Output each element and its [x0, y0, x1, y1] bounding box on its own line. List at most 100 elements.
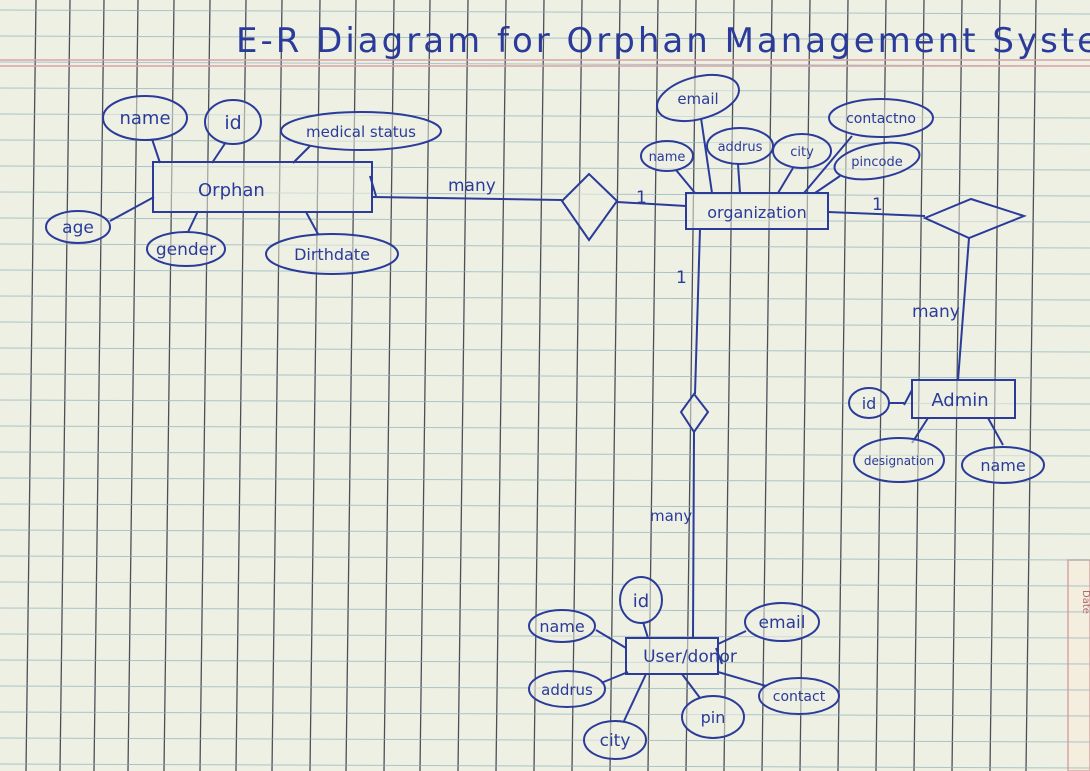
diagram-title: E-R Diagram for Orphan Management System…: [236, 21, 1090, 61]
user-attr-city[interactable]: city: [583, 673, 647, 760]
rule-line-horizontal: [0, 35, 1090, 41]
user-contact-oval: [758, 677, 840, 715]
user-cardinality-many: many: [650, 507, 692, 525]
admin-attr-id[interactable]: id: [848, 387, 904, 419]
orphan-entity-box: [152, 161, 373, 213]
rule-line-horizontal: [0, 711, 1090, 717]
organization-pincode-oval: [833, 141, 921, 181]
organization-pincode-connector: [814, 175, 841, 194]
user-email-label: email: [759, 613, 806, 633]
orphan-gender-connector: [187, 210, 199, 233]
organization-cardinality-left: 1: [636, 188, 647, 208]
rule-line-vertical: [457, 0, 469, 771]
admin-attr-name[interactable]: name: [961, 417, 1045, 484]
orphan-attr-age[interactable]: age: [45, 196, 155, 244]
date-tab-label: Date: [1080, 590, 1090, 614]
orphan-entity[interactable]: Orphan: [152, 161, 377, 213]
organization-email-connector: [700, 117, 713, 194]
organization-address-connector: [737, 163, 741, 194]
organization-attr-name[interactable]: name: [640, 140, 696, 194]
rule-line-vertical: [761, 0, 773, 771]
organization-email-label: email: [677, 90, 718, 108]
organization-attr-pincode[interactable]: pincode: [814, 137, 922, 194]
organization-attr-city[interactable]: city: [772, 133, 832, 194]
orphan-birthdate-label: Dirthdate: [294, 245, 370, 264]
admin-entity-tick: [903, 389, 913, 406]
rule-line-vertical: [609, 0, 621, 771]
user-attr-pin[interactable]: pin: [681, 673, 745, 739]
user-pin-connector: [681, 673, 701, 699]
rule-line-vertical: [271, 0, 283, 771]
organization-admin-relationship[interactable]: [922, 197, 1027, 240]
user-city-connector: [623, 673, 647, 722]
orphan-attr-name[interactable]: name: [102, 95, 188, 164]
rule-line-horizontal: [0, 87, 1090, 93]
orphan-medical-status-label: medical status: [306, 123, 416, 141]
organization-attr-contact-no[interactable]: contactno: [803, 98, 934, 194]
organization-entity[interactable]: organization: [685, 192, 829, 230]
admin-attr-designation[interactable]: designation: [853, 417, 945, 483]
orphan-medical-status-oval: [280, 111, 442, 151]
user-name-label: name: [539, 617, 584, 636]
orphan-attr-medical-status[interactable]: medical status: [280, 111, 442, 164]
rule-line-horizontal: [0, 763, 1090, 769]
orphan-medical-status-connector: [292, 145, 311, 164]
organization-email-oval: [656, 73, 740, 123]
rule-line-horizontal: [0, 607, 1090, 613]
admin-cardinality-many: many: [912, 302, 960, 322]
user-address-label: addrus: [541, 681, 593, 699]
organization-name-oval: [640, 140, 694, 172]
rule-line-horizontal: [0, 295, 1090, 301]
rule-line-horizontal: [0, 581, 1090, 587]
user-contact-connector: [717, 671, 767, 687]
user-address-connector: [600, 671, 629, 684]
orphan-attr-id[interactable]: id: [204, 99, 262, 164]
admin-entity[interactable]: Admin: [903, 379, 1016, 419]
orphan-id-connector: [211, 141, 227, 164]
orphan-id-oval: [204, 99, 262, 145]
user-attr-address[interactable]: addrus: [528, 670, 629, 708]
user-id-connector: [642, 621, 649, 639]
rule-line-horizontal: [0, 659, 1090, 665]
orphan-name-connector: [151, 138, 161, 164]
user-name-connector: [595, 629, 627, 649]
orphan-gender-label: gender: [156, 240, 216, 260]
organization-entity-label: organization: [707, 203, 806, 222]
user-attr-name[interactable]: name: [528, 609, 627, 649]
organization-user-line-bottom: [692, 431, 695, 639]
rule-line-vertical: [533, 0, 545, 771]
rule-line-vertical: [93, 0, 105, 771]
rule-line-vertical: [495, 0, 507, 771]
rule-line-vertical: [59, 0, 71, 771]
user-id-label: id: [633, 591, 649, 612]
organization-address-oval: [706, 127, 774, 165]
admin-entity-label: Admin: [931, 390, 988, 411]
organization-name-connector: [675, 169, 696, 194]
organization-cardinality-bottom: 1: [676, 268, 687, 288]
user-city-oval: [583, 720, 647, 760]
orphan-entity-label: Orphan: [198, 180, 265, 201]
organization-contact-no-oval: [828, 98, 934, 138]
orphan-organization-relationship[interactable]: [560, 172, 619, 242]
organization-cardinality-right: 1: [872, 195, 883, 215]
user-attr-email[interactable]: email: [717, 602, 820, 645]
admin-id-oval: [848, 387, 890, 419]
user-attr-contact[interactable]: contact: [717, 671, 840, 715]
rule-line-vertical: [25, 0, 37, 771]
organization-attr-address[interactable]: addrus: [706, 127, 774, 194]
organization-city-connector: [777, 167, 794, 194]
user-donor-entity[interactable]: User/donor: [625, 637, 737, 675]
organization-attr-email[interactable]: email: [652, 67, 744, 194]
organization-contact-no-connector: [803, 135, 853, 194]
relationship-admin-line: [957, 237, 970, 381]
rule-line-horizontal: [0, 555, 1090, 561]
rule-line-horizontal: [0, 269, 1090, 275]
rule-line-vertical: [571, 0, 583, 771]
orphan-age-label: age: [62, 218, 94, 238]
user-attr-id[interactable]: id: [619, 576, 663, 639]
orphan-attr-birthdate[interactable]: Dirthdate: [265, 211, 399, 275]
orphan-attr-gender[interactable]: gender: [146, 210, 226, 267]
admin-name-connector: [987, 417, 1004, 446]
user-city-label: city: [600, 731, 631, 751]
user-donor-entity-tick: [715, 647, 723, 665]
